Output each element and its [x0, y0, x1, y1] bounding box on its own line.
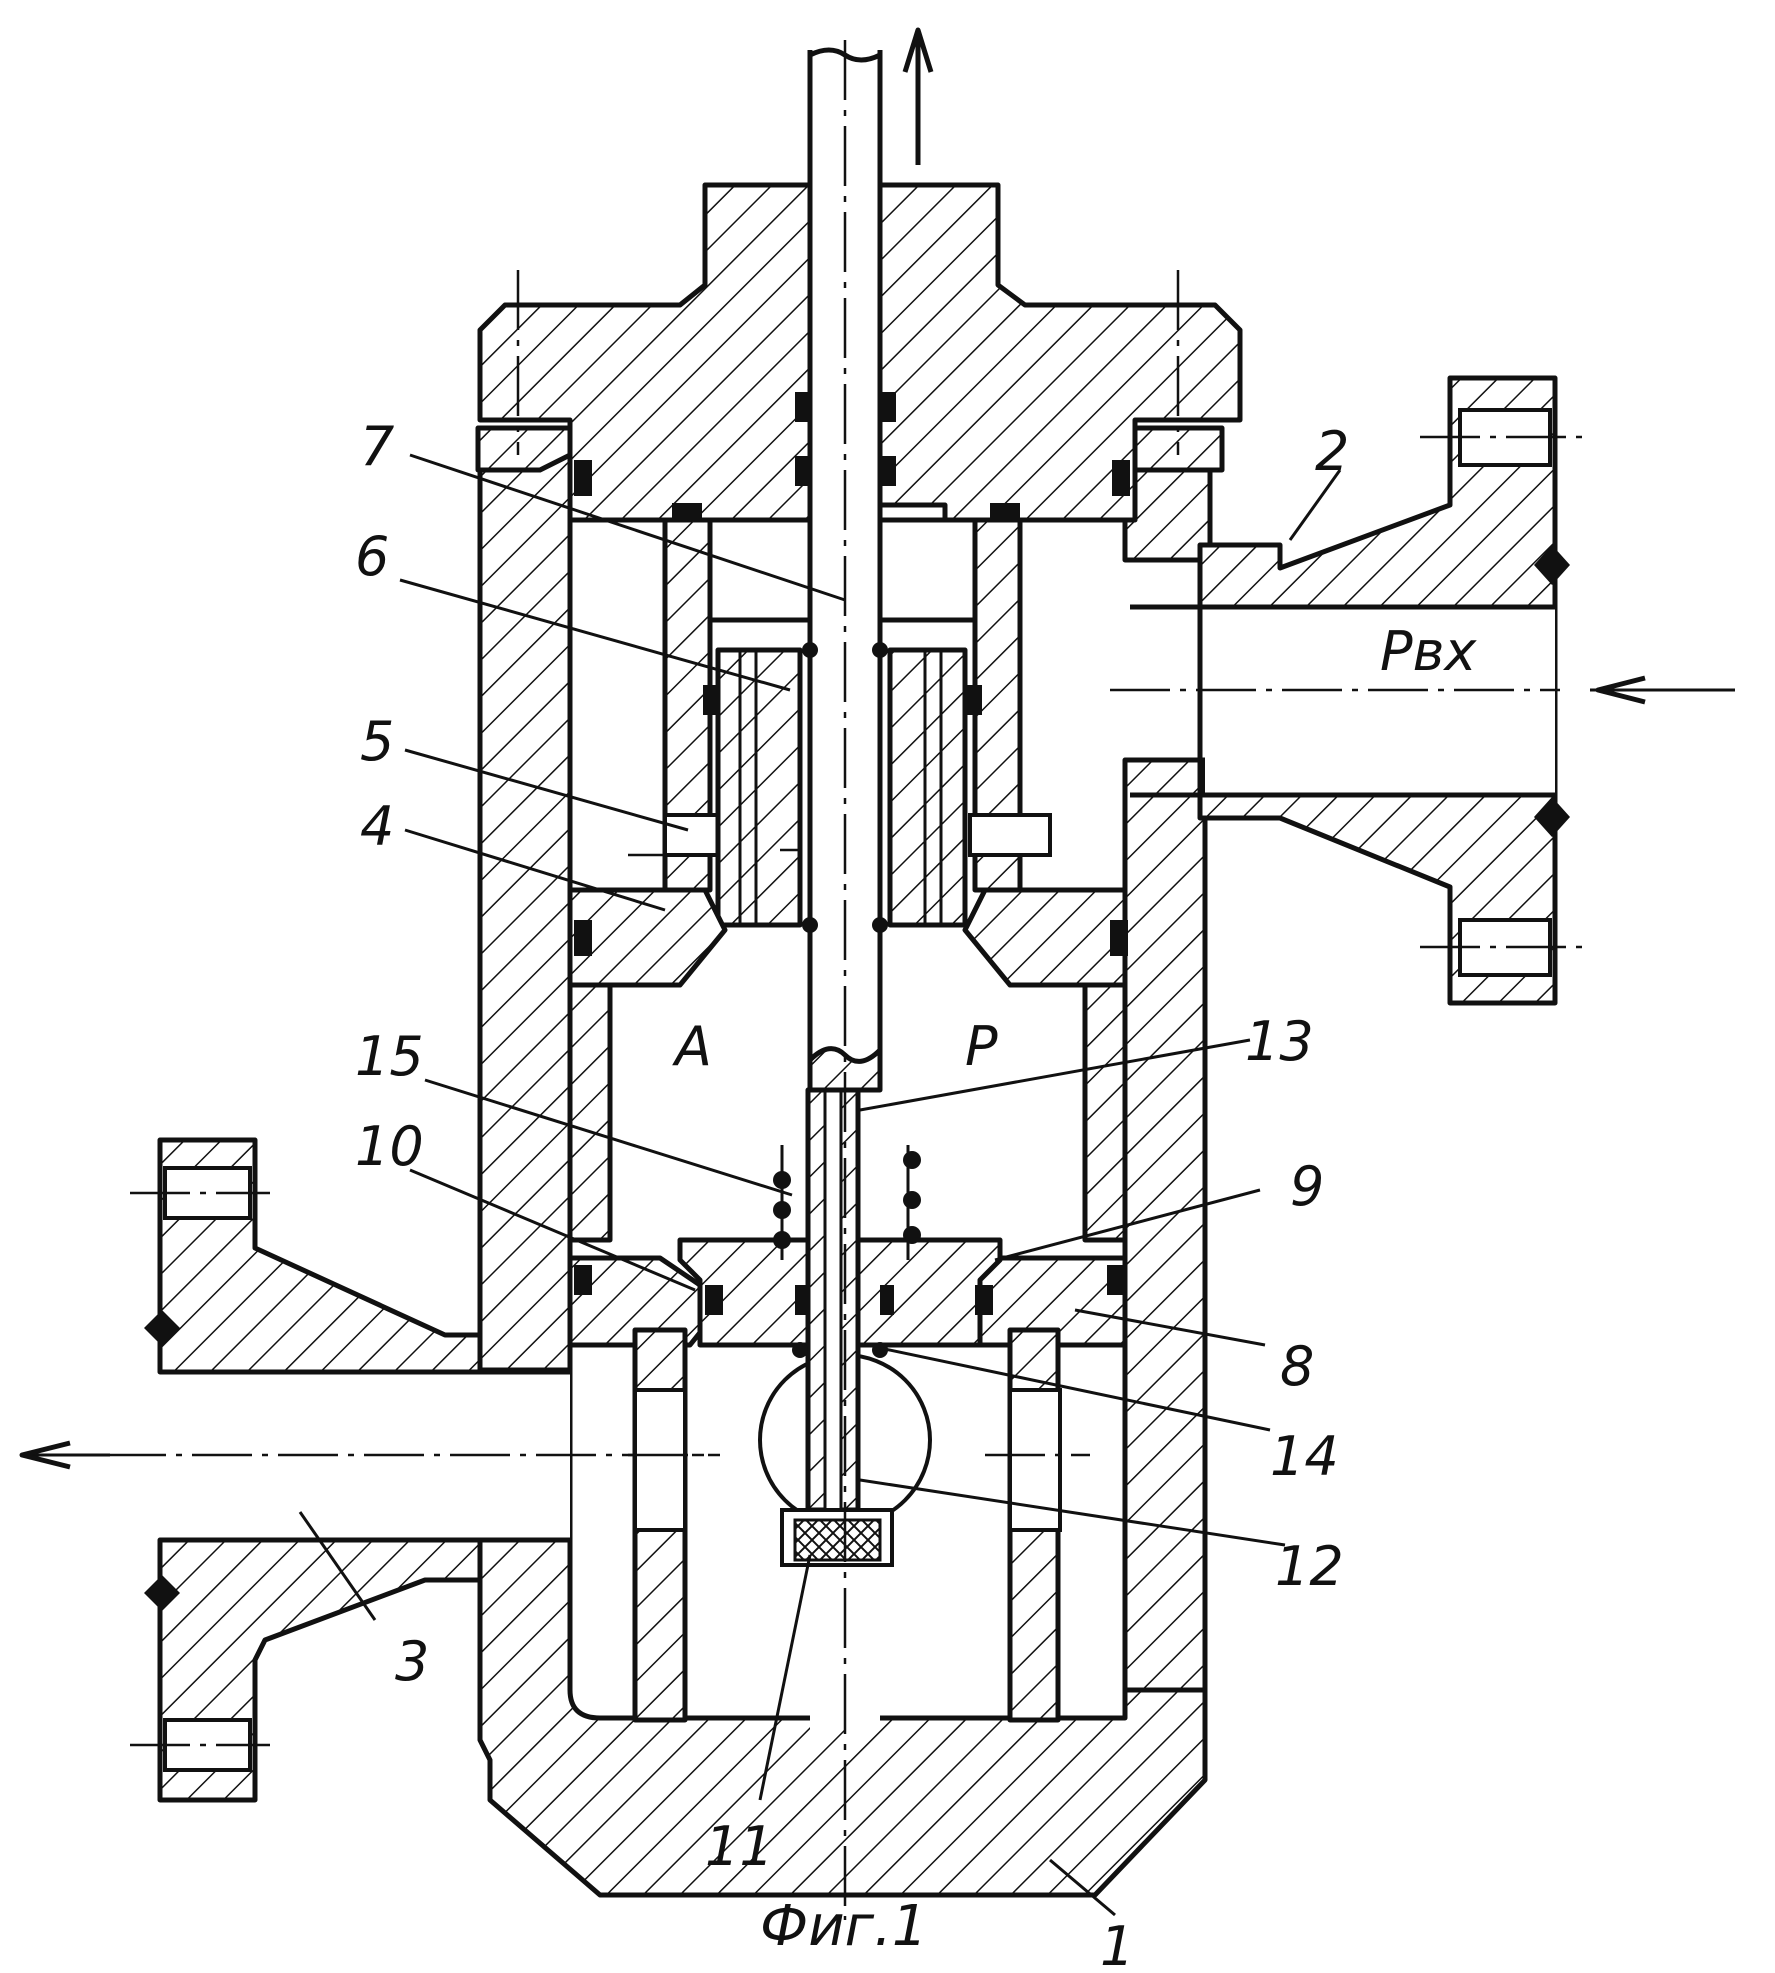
label-1: 1	[1100, 1915, 1134, 1973]
outlet-branch-pipe	[20, 1140, 720, 1800]
label-5: 5	[360, 710, 394, 773]
label-6: 6	[355, 525, 389, 588]
label-13: 13	[1245, 1010, 1314, 1073]
label-10: 10	[355, 1115, 424, 1178]
inlet-pressure-label: Pвх	[1380, 620, 1477, 683]
label-3: 3	[395, 1630, 429, 1693]
label-9: 9	[1290, 1155, 1324, 1218]
label-2: 2	[1315, 420, 1349, 483]
pilot-seat-insert	[782, 1510, 892, 1565]
chamber-p-label: P	[965, 1015, 998, 1078]
label-4: 4	[360, 795, 394, 858]
label-8: 8	[1280, 1335, 1314, 1398]
label-12: 12	[1275, 1535, 1344, 1598]
label-7: 7	[360, 415, 394, 478]
label-15: 15	[355, 1025, 424, 1088]
label-11: 11	[705, 1815, 774, 1878]
figure-caption: Фиг.1	[760, 1894, 927, 1959]
chamber-a-label: A	[672, 1015, 712, 1078]
pilot-rod	[808, 1090, 858, 1510]
label-14: 14	[1270, 1425, 1339, 1488]
